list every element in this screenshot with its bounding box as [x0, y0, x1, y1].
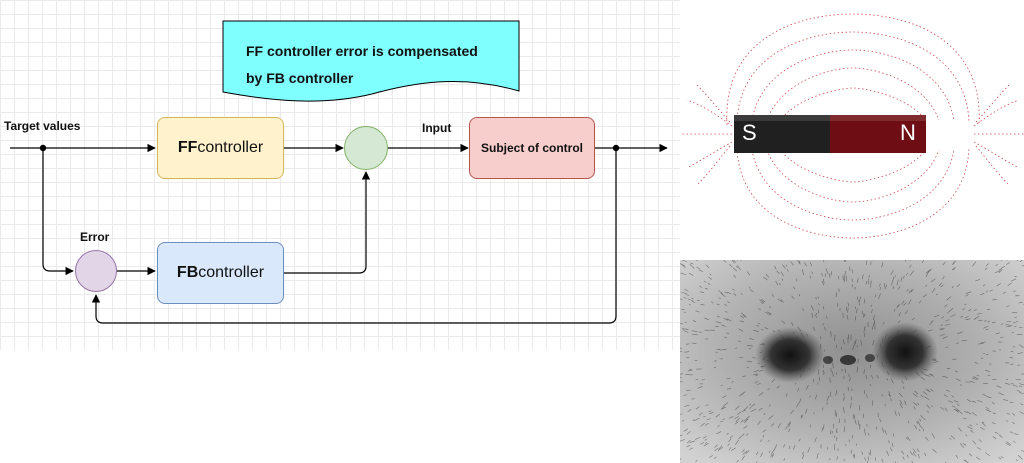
feedback-line	[91, 148, 617, 324]
input-label: Input	[422, 121, 452, 135]
ff-controller-text: controller	[197, 139, 264, 156]
fb-to-sum-line	[284, 171, 371, 274]
fb-controller-text: controller	[198, 264, 265, 281]
error-label: Error	[80, 230, 110, 244]
ff-controller-bold: FF	[177, 139, 198, 156]
note-line-1: FF controller error is compensated	[246, 43, 478, 59]
magnet-north-label: N	[900, 120, 916, 145]
magnet-north-half	[830, 115, 926, 153]
summing-node	[344, 126, 388, 170]
target-to-error-line	[42, 148, 74, 276]
note-line-2: by FB controller	[246, 70, 354, 86]
subject-of-control-block: Subject of control	[469, 117, 595, 179]
magnet-south-label: S	[742, 120, 757, 145]
subject-of-control-text: Subject of control	[481, 141, 583, 155]
right-pole-cluster	[872, 322, 938, 382]
iron-filings-photo	[680, 260, 1024, 463]
branch-dot-output	[612, 144, 620, 152]
connector-lines	[10, 143, 668, 324]
iron-filings-pattern	[680, 260, 1024, 463]
left-pole-cluster	[755, 327, 825, 383]
target-values-label: Target values	[4, 119, 81, 133]
magnet-south-half	[734, 115, 830, 153]
error-node	[75, 250, 117, 292]
control-diagram: FF controller error is compensated by FB…	[0, 0, 680, 350]
field-lines	[682, 13, 1024, 239]
magnet-field-illustration: S N	[682, 0, 1024, 258]
note-banner: FF controller error is compensated by FB…	[222, 18, 520, 102]
fb-controller-bold: FB	[176, 264, 199, 281]
branch-dot-input	[39, 144, 47, 152]
